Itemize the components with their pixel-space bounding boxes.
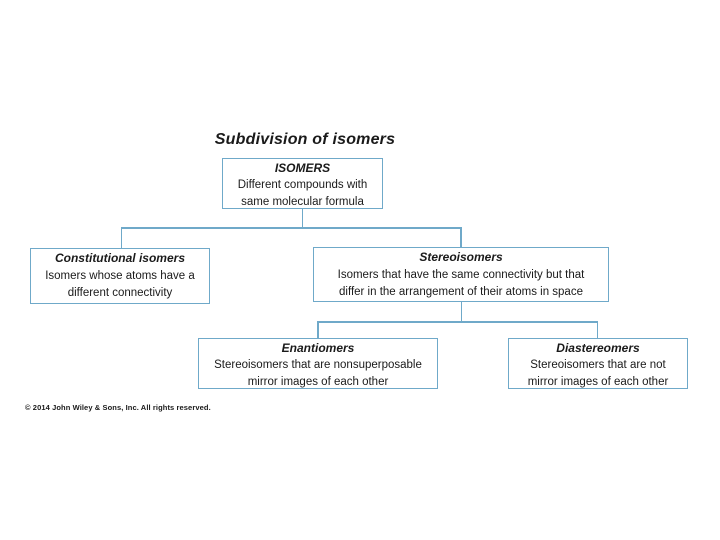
node-isomers: ISOMERS Different compounds with same mo… xyxy=(222,158,383,209)
connector-drop-constitutional xyxy=(120,227,122,249)
connector-drop-diastereomers xyxy=(596,321,598,339)
connector-drop-enantiomers xyxy=(317,321,319,339)
node-constitutional-line-2: different connectivity xyxy=(67,287,173,299)
node-enantiomers-line-2: mirror images of each other xyxy=(247,376,389,388)
node-stereoisomers: Stereoisomers Isomers that have the same… xyxy=(313,247,609,302)
connector-stereoisomers-stem xyxy=(460,301,462,322)
node-diastereomers-heading: Diastereomers xyxy=(556,341,640,355)
node-constitutional-line-1: Isomers whose atoms have a xyxy=(45,269,195,282)
diagram-title: Subdivision of isomers xyxy=(214,131,396,148)
copyright-text: © 2014 John Wiley & Sons, Inc. All right… xyxy=(25,403,211,412)
connector-drop-stereoisomers xyxy=(460,227,462,248)
node-constitutional-heading: Constitutional isomers xyxy=(54,251,185,265)
connector-stereoisomers-crossbar xyxy=(317,321,598,323)
node-constitutional-isomers: Constitutional isomers Isomers whose ato… xyxy=(30,248,210,304)
node-diastereomers: Diastereomers Stereoisomers that are not… xyxy=(508,338,688,389)
node-enantiomers-line-1: Stereoisomers that are nonsuperposable xyxy=(214,359,422,371)
node-enantiomers: Enantiomers Stereoisomers that are nonsu… xyxy=(198,338,438,389)
connector-isomers-crossbar xyxy=(120,227,462,229)
node-isomers-line-2: same molecular formula xyxy=(241,196,364,208)
node-enantiomers-heading: Enantiomers xyxy=(281,341,355,355)
node-diastereomers-line-2: mirror images of each other xyxy=(527,376,669,388)
node-isomers-heading: ISOMERS xyxy=(274,161,331,175)
node-stereoisomers-heading: Stereoisomers xyxy=(419,250,503,264)
node-isomers-line-1: Different compounds with xyxy=(237,179,368,191)
node-stereoisomers-line-1: Isomers that have the same connectivity … xyxy=(337,268,585,281)
node-stereoisomers-line-2: differ in the arrangement of their atoms… xyxy=(339,286,583,298)
connector-isomers-stem xyxy=(301,208,303,228)
node-diastereomers-line-1: Stereoisomers that are not xyxy=(530,359,666,371)
